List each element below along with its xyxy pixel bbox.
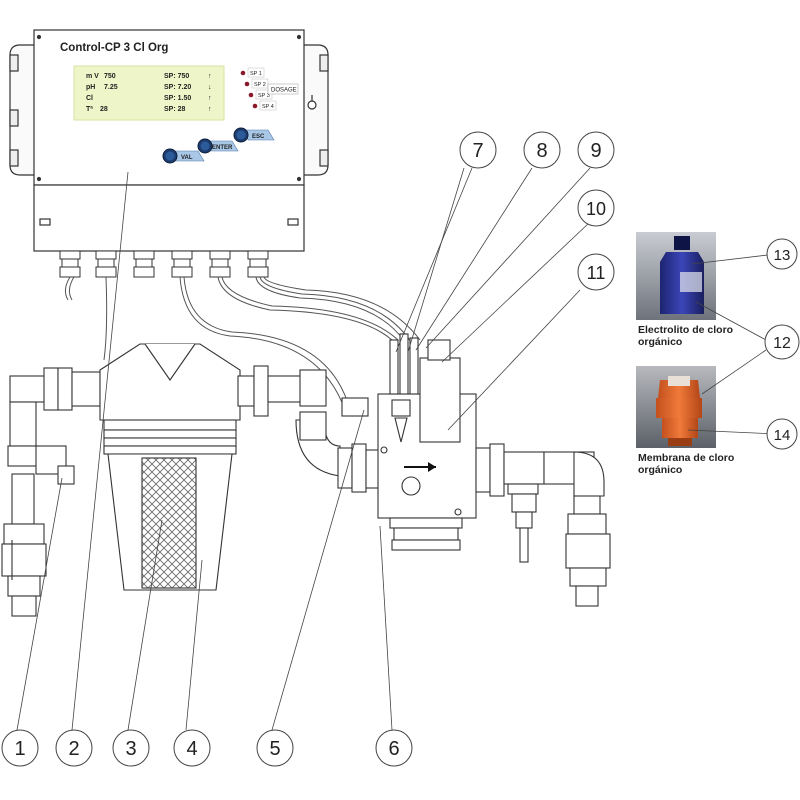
- lcd-param: Cl: [86, 95, 93, 102]
- flow-arrow-head-icon: [428, 462, 436, 472]
- filter-housing: [99, 343, 327, 591]
- lcd-param: m V: [86, 73, 99, 80]
- callout-label: 2: [68, 738, 79, 760]
- callout-11: 11: [577, 253, 615, 291]
- callout-2: 2: [55, 729, 93, 767]
- callout-label: 13: [774, 247, 791, 264]
- callout-5: 5: [256, 729, 294, 767]
- lcd-arrow-up: ↑: [208, 95, 212, 102]
- callout-bubbles: 1 2 3 4 5 6 7 8 9 10 11 12 13 14: [1, 131, 800, 767]
- esc-button-label: ESC: [252, 134, 265, 140]
- lcd-setpoint: SP: 1.50: [164, 95, 191, 102]
- led-label: SP 2: [254, 82, 266, 88]
- callout-6: 6: [375, 729, 413, 767]
- callout-13: 13: [766, 238, 798, 270]
- callout-label: 8: [536, 140, 547, 162]
- membrane-caption-line2: orgánico: [638, 464, 683, 476]
- callout-label: 10: [586, 199, 606, 219]
- callout-label: 7: [472, 140, 483, 162]
- inlet-piping: [1, 367, 101, 617]
- lcd-value: 750: [104, 73, 116, 80]
- callout-label: 11: [587, 263, 606, 283]
- led-icon: [240, 70, 246, 76]
- controller-buttons: VAL ENTER ESC: [162, 127, 275, 164]
- esc-button[interactable]: ESC: [233, 127, 275, 143]
- callout-label: 4: [186, 738, 197, 760]
- controller-unit: [9, 29, 329, 252]
- callout-7: 7: [459, 131, 497, 169]
- lcd-arrow-up: ↑: [208, 73, 212, 80]
- lcd-readings: m V 750 SP: 750 ↑ pH 7.25 SP: 7.20 ↓ Cl …: [86, 73, 212, 113]
- electrolyte-bottle-photo: [636, 232, 716, 320]
- setpoint-leds: SP 1 SP 2 SP 3 SP 4 DOSAGE: [240, 67, 299, 111]
- callout-label: 3: [125, 738, 136, 760]
- led-label: SP 3: [258, 93, 270, 99]
- val-button-label: VAL: [181, 155, 193, 161]
- callout-1: 1: [1, 729, 39, 767]
- callout-8: 8: [523, 131, 561, 169]
- lcd-value: 7.25: [104, 84, 118, 91]
- lcd-arrow-up: ↑: [208, 106, 212, 113]
- electrolyte-caption: Electrolito de cloro orgánico: [638, 324, 733, 348]
- callout-3: 3: [112, 729, 150, 767]
- lcd-display: [73, 65, 225, 121]
- probe-holder: [295, 333, 611, 607]
- lcd-setpoint: SP: 750: [164, 73, 189, 80]
- callout-label: 12: [773, 335, 791, 352]
- cable-glands: [59, 250, 269, 278]
- enter-button[interactable]: ENTER: [197, 138, 239, 154]
- callout-label: 5: [269, 738, 280, 760]
- callout-9: 9: [577, 131, 615, 169]
- callout-14: 14: [766, 418, 798, 450]
- lcd-param: pH: [86, 84, 95, 91]
- callout-4: 4: [173, 729, 211, 767]
- lcd-param: Tª: [86, 106, 93, 113]
- electrolyte-caption-line2: orgánico: [638, 336, 683, 348]
- val-button[interactable]: VAL: [162, 148, 205, 164]
- electrolyte-caption-line1: Electrolito de cloro: [638, 324, 734, 336]
- membrane-caption: Membrana de cloro orgánico: [638, 452, 734, 476]
- led-label: SP 4: [262, 104, 274, 110]
- callout-label: 1: [14, 738, 25, 760]
- callout-leader-lines: [16, 167, 777, 731]
- callout-label: 14: [774, 427, 791, 444]
- membrane-cap-photo: [636, 366, 716, 448]
- membrane-caption-line1: Membrana de cloro: [638, 452, 735, 464]
- dosage-label: DOSAGE: [271, 88, 297, 94]
- controller-title: Control-CP 3 Cl Org: [60, 42, 168, 54]
- enter-button-label: ENTER: [212, 145, 233, 151]
- led-icon: [252, 103, 258, 109]
- led-label: SP 1: [250, 71, 262, 77]
- led-icon: [248, 92, 254, 98]
- callout-label: 6: [388, 738, 399, 760]
- callout-10: 10: [577, 189, 615, 227]
- lcd-arrow-down: ↓: [208, 84, 212, 91]
- callout-label: 9: [590, 140, 601, 162]
- filter-cartridge: [141, 457, 197, 589]
- led-icon: [244, 81, 250, 87]
- lcd-setpoint: SP: 7.20: [164, 84, 191, 91]
- lcd-value: 28: [100, 106, 108, 113]
- lcd-setpoint: SP: 28: [164, 106, 186, 113]
- callout-12: 12: [764, 324, 800, 360]
- sensor-cables: [64, 276, 421, 411]
